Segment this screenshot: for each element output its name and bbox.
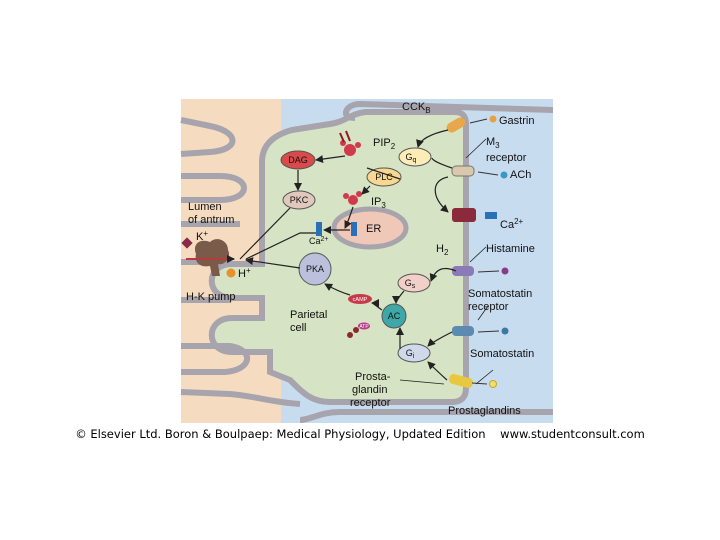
h2-label: H2	[436, 243, 449, 257]
calcium-ion-cytosolic	[316, 222, 322, 236]
gs-node[interactable]	[397, 273, 431, 293]
somatostatin-receptor[interactable]	[452, 326, 474, 336]
ca-er-label: Ca2+	[309, 236, 329, 246]
ip3-molecule	[343, 191, 362, 205]
prostaglandins-label: Prostaglandins	[448, 405, 521, 417]
pip2-label: PIP2	[373, 137, 396, 151]
hydrogen-ion	[226, 268, 236, 278]
pka-node[interactable]	[298, 252, 332, 286]
ac-node[interactable]	[381, 303, 407, 329]
plc-node[interactable]	[366, 167, 402, 187]
histamine-ligand	[501, 267, 509, 275]
er-label: ER	[366, 223, 381, 235]
copyright-line: © Elsevier Ltd. Boron & Boulpaep: Medica…	[75, 427, 645, 441]
ac-label: AC	[388, 311, 401, 321]
histamine-label: Histamine	[486, 243, 535, 255]
pkc-node[interactable]	[282, 190, 316, 210]
ach-label: ACh	[510, 169, 531, 181]
pka-label: PKA	[306, 264, 324, 274]
dag-node[interactable]	[280, 150, 316, 170]
er-calcium-channel	[351, 222, 357, 236]
cckb-label: CCKB	[402, 101, 431, 115]
potassium-ion	[181, 237, 193, 249]
hk-pump[interactable]	[186, 239, 235, 276]
leader-lines	[399, 138, 494, 385]
er-organelle	[331, 206, 409, 250]
ca-channel-label: Ca2+	[500, 217, 524, 231]
gq-node[interactable]	[398, 147, 432, 167]
ip3-label: IP3	[371, 196, 386, 210]
signaling-arrows	[239, 129, 457, 381]
pip2-molecule	[339, 130, 361, 156]
gi-node[interactable]	[397, 343, 431, 363]
h2-receptor[interactable]	[452, 266, 474, 276]
dag-label: DAG	[288, 155, 308, 165]
ligand-lines	[469, 118, 500, 385]
calcium-ion-extracellular	[485, 212, 497, 219]
camp-label: cAMP	[353, 297, 368, 303]
hk-pump-label: H-K pump	[186, 291, 236, 303]
gq-label: Gq	[406, 152, 417, 164]
prostaglandin-receptor[interactable]	[448, 373, 474, 389]
prostaglandin-ligand	[489, 380, 497, 388]
somatostatin-label: Somatostatin	[470, 348, 534, 360]
gs-label: Gs	[405, 278, 416, 290]
cckb-receptor[interactable]	[445, 116, 467, 135]
plc-label: PLC	[375, 172, 393, 182]
atp-molecule	[347, 322, 370, 338]
gi-label: Gi	[406, 348, 415, 360]
basolateral-folds	[299, 100, 554, 423]
k-ion-label: K+	[196, 229, 208, 243]
gastrin-ligand	[489, 115, 497, 123]
calcium-channel[interactable]	[452, 208, 476, 222]
h-ion-label: H+	[238, 266, 251, 280]
ach-ligand	[500, 171, 508, 179]
pkc-label: PKC	[290, 195, 309, 205]
atp-label: ATP	[359, 324, 369, 330]
gastrin-label: Gastrin	[499, 115, 534, 127]
m3-receptor[interactable]	[451, 165, 475, 177]
somatostatin-ligand	[501, 327, 509, 335]
camp-node[interactable]	[348, 294, 372, 304]
